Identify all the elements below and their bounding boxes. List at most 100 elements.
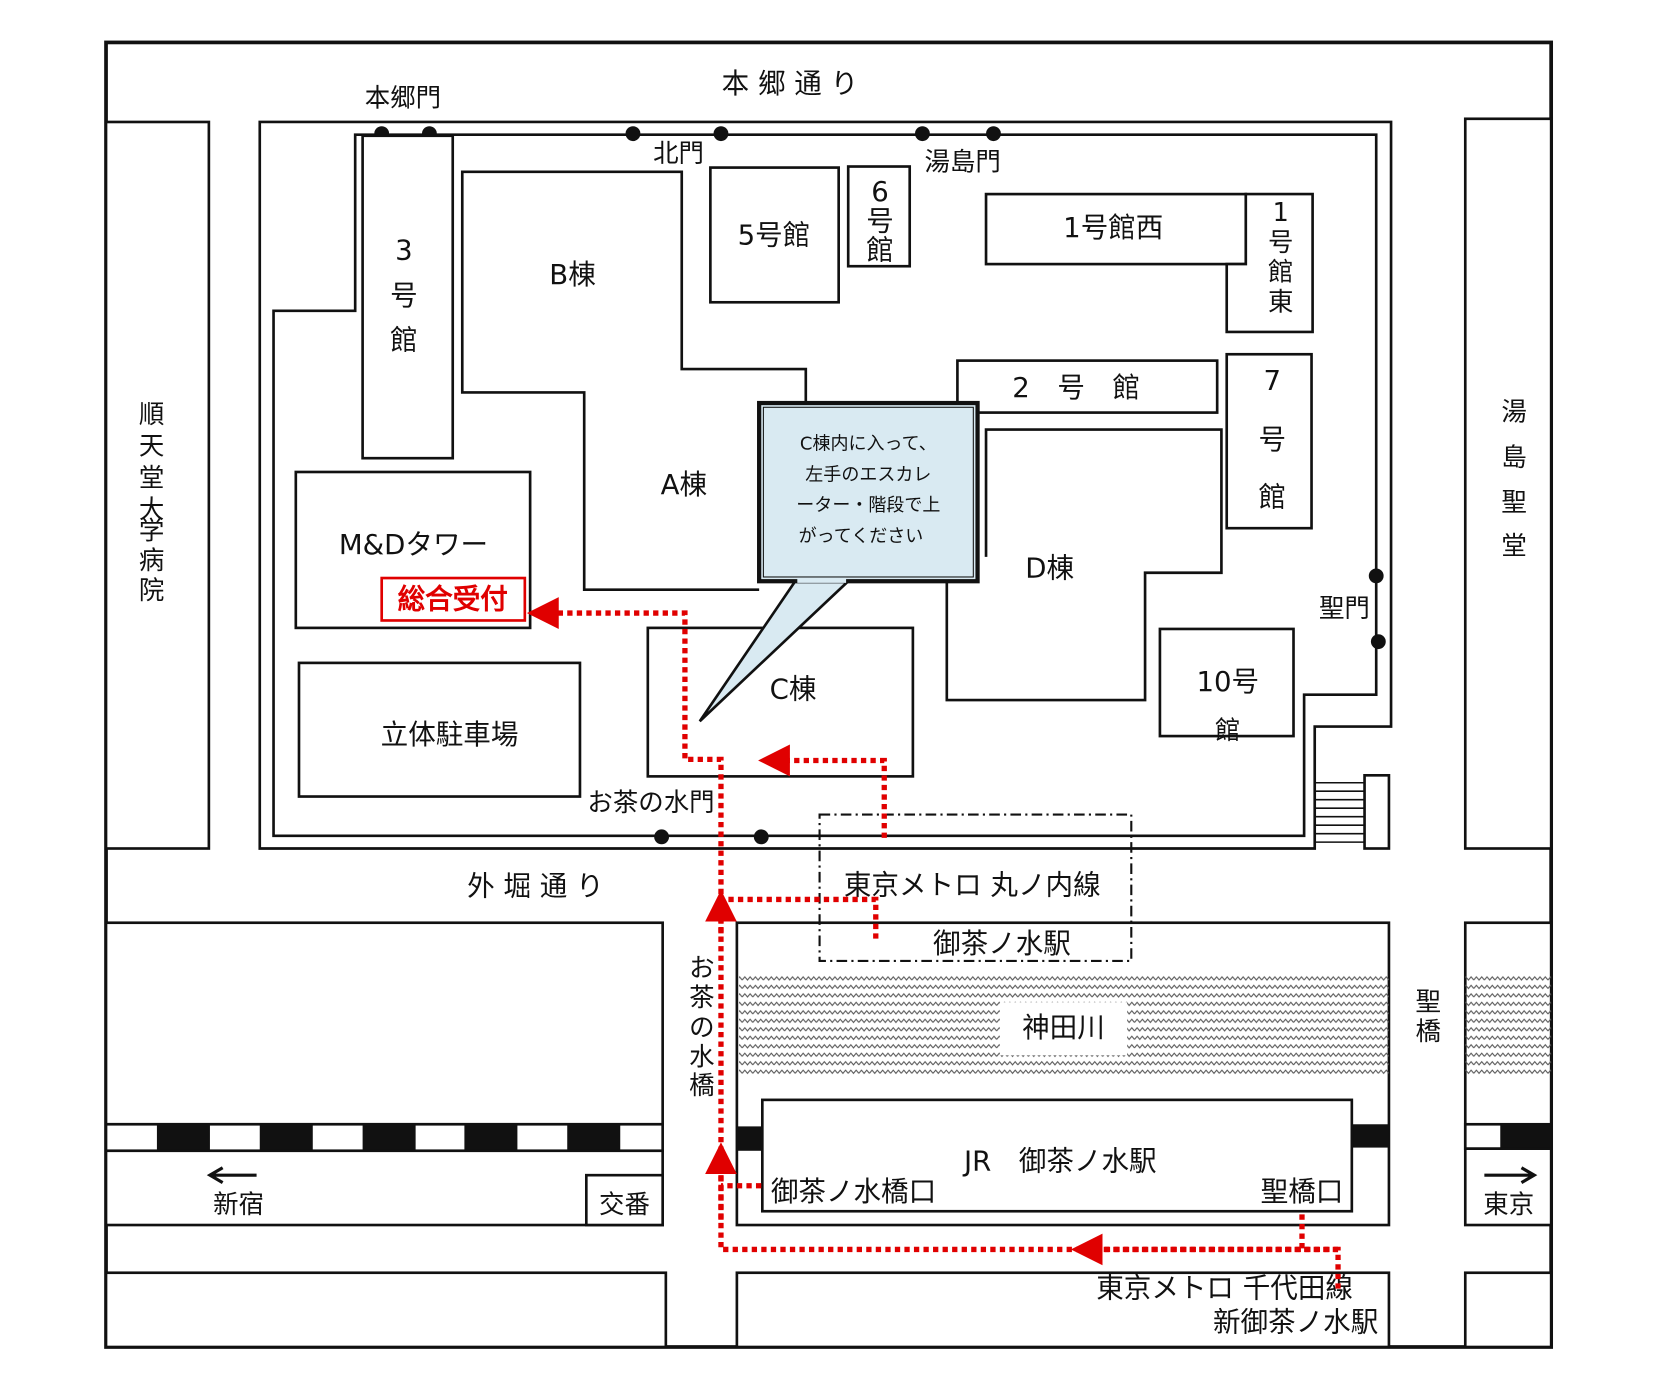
building-1-east-label: 1 — [1273, 198, 1289, 228]
kanda-river — [1465, 973, 1552, 1077]
yushima-seido-label: 湯 島 聖 堂 — [1501, 398, 1526, 562]
parking — [297, 661, 582, 798]
building-1-east-label: 東 — [1268, 287, 1293, 317]
callout-text: ーター・階段で上 — [796, 495, 940, 516]
svg-text:島: 島 — [1501, 443, 1526, 473]
block — [104, 921, 664, 1126]
building-7-label: 7 — [1264, 364, 1282, 397]
marunouchi-station-area — [818, 813, 1133, 962]
building-10-label: 館 — [1215, 716, 1240, 746]
stairs — [1314, 773, 1391, 850]
svg-text:順: 順 — [139, 400, 164, 430]
gate-hongo: 本郷門 — [365, 84, 441, 114]
building-2-label: 2 号 館 — [1012, 371, 1140, 404]
svg-text:聖: 聖 — [1501, 488, 1526, 518]
c-wing-label: C棟 — [770, 672, 817, 705]
direction-shinjuku: 新宿 — [213, 1190, 264, 1220]
svg-text:湯: 湯 — [1501, 398, 1526, 428]
svg-text:水: 水 — [689, 1043, 714, 1073]
building-3-label: 号 — [390, 279, 418, 312]
svg-text:病: 病 — [139, 546, 164, 576]
yushima-seido-block — [1463, 117, 1553, 850]
marunouchi-station: 御茶ノ水駅 — [933, 927, 1071, 960]
exit-ochanomizubashi: 御茶ノ水橋口 — [771, 1175, 936, 1208]
rail-block — [1500, 1124, 1552, 1149]
building-10-label: 10号 — [1196, 665, 1259, 698]
svg-text:学: 学 — [139, 516, 164, 546]
svg-text:の: の — [689, 1013, 714, 1043]
building-5 — [709, 166, 840, 304]
marunouchi-line: 東京メトロ 丸ノ内線 — [844, 869, 1101, 902]
building-3 — [361, 134, 455, 460]
callout: C棟内に入って、 左手のエスカレ ーター・階段で上 がってください — [698, 400, 980, 723]
building-1-east-label: 館 — [1268, 258, 1293, 288]
building-6-label: 6 — [871, 175, 889, 208]
arrow-left-icon — [206, 1166, 257, 1184]
block — [104, 1271, 668, 1349]
direction-tokyo: 東京 — [1483, 1190, 1534, 1220]
chiyoda-line: 東京メトロ 千代田線 — [1096, 1272, 1353, 1305]
reception-label: 総合受付 — [398, 582, 508, 615]
building-6-label: 号 — [866, 205, 894, 238]
gate-dots — [374, 126, 1386, 845]
juntendo-hospital-block — [104, 120, 211, 850]
svg-text:大: 大 — [139, 495, 164, 525]
svg-text:茶: 茶 — [689, 983, 714, 1013]
block — [104, 1149, 664, 1227]
route-to-reception — [526, 597, 1341, 1289]
building-6-label: 館 — [866, 233, 894, 266]
svg-text:お: お — [689, 953, 714, 983]
svg-text:天: 天 — [139, 432, 164, 462]
building-7-label: 館 — [1259, 480, 1287, 513]
rail-block — [736, 1126, 763, 1151]
callout-text: 左手のエスカレ — [805, 464, 931, 485]
svg-text:院: 院 — [139, 576, 164, 606]
md-tower-label: M&Dタワー — [339, 528, 488, 561]
gate-yushima: 湯島門 — [925, 147, 1001, 177]
building-7 — [1225, 352, 1313, 530]
jr-station — [760, 1098, 1354, 1213]
rail-block — [1351, 1124, 1389, 1148]
river-label-bg — [999, 1002, 1128, 1056]
gate-north: 北門 — [653, 139, 704, 169]
police-box-label: 交番 — [599, 1190, 650, 1220]
road-hongo-dori: 本 郷 通 り — [722, 67, 859, 100]
building-ab — [460, 170, 808, 592]
building-6 — [846, 165, 912, 268]
hijiri-bridge-label: 聖 橋 — [1415, 987, 1440, 1047]
callout-text: C棟内に入って、 — [800, 434, 937, 455]
railway-left — [104, 1122, 664, 1153]
svg-text:堂: 堂 — [1501, 531, 1526, 561]
block — [735, 1271, 1391, 1349]
parking-label: 立体駐車場 — [381, 718, 519, 751]
building-5-label: 5号館 — [738, 219, 811, 252]
gate-hijiri: 聖門 — [1319, 594, 1370, 624]
police-box — [584, 1173, 664, 1227]
callout-text: がってください — [799, 526, 924, 547]
building-1-west — [984, 192, 1248, 266]
building-3-label: 3 — [395, 233, 413, 266]
svg-text:橋: 橋 — [1415, 1017, 1440, 1047]
campus-boundary — [258, 120, 1393, 850]
building-7-label: 号 — [1259, 423, 1287, 456]
chiyoda-station: 新御茶ノ水駅 — [1213, 1306, 1378, 1339]
building-1-west-label: 1号館西 — [1063, 211, 1163, 244]
building-d — [945, 428, 1223, 702]
juntendo-hospital-label: 順 天 堂 大 学 病 院 — [139, 400, 164, 606]
svg-text:聖: 聖 — [1415, 987, 1440, 1017]
svg-text:橋: 橋 — [689, 1071, 714, 1101]
b-wing-label: B棟 — [549, 258, 595, 291]
campus-fence — [272, 133, 1378, 838]
building-1-east — [1225, 192, 1314, 334]
a-wing-label: A棟 — [661, 468, 707, 501]
exit-hijiribashi: 聖橋口 — [1261, 1175, 1344, 1208]
block — [1463, 1271, 1553, 1349]
building-10 — [1158, 627, 1295, 738]
road-sotobori-dori: 外 堀 通 り — [467, 870, 604, 903]
reception-box — [380, 576, 527, 622]
building-2 — [956, 359, 1219, 414]
river-label: 神田川 — [1022, 1011, 1105, 1044]
jr-station-label: JR 御茶ノ水駅 — [962, 1144, 1157, 1177]
ochanomizu-bridge-label: お 茶 の 水 橋 — [689, 953, 714, 1101]
arrow-right-icon — [1484, 1166, 1538, 1184]
